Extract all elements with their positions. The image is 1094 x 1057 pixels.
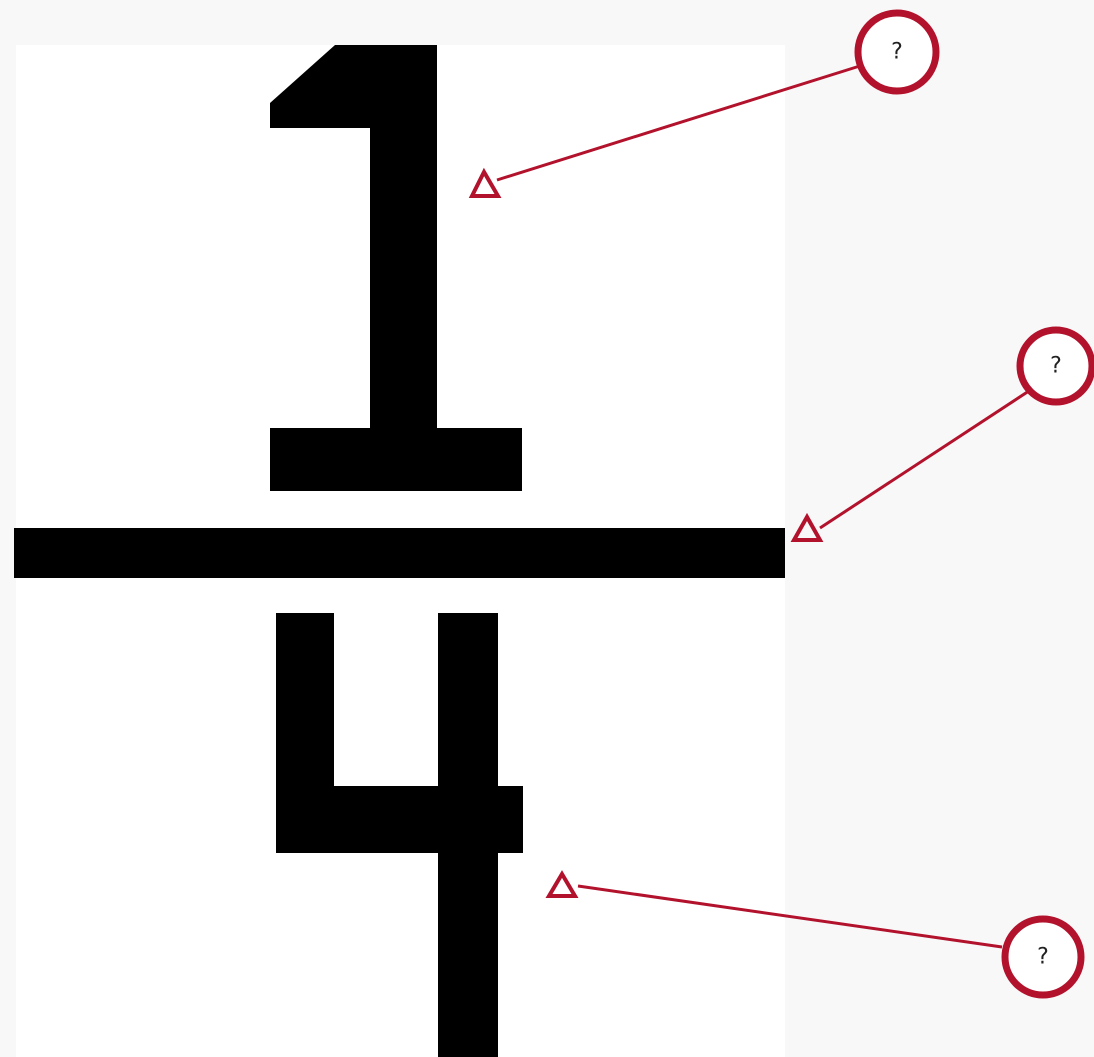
callout-circle[interactable] [854,9,940,95]
denominator-digit-four [276,613,523,1057]
callout-numerator[interactable]: ? [468,9,940,198]
callout-circle[interactable] [1001,915,1085,999]
fraction-bar [14,528,785,578]
callout-denominator[interactable]: ? [545,870,1085,999]
leader-line [496,63,864,182]
leader-line [577,884,1003,949]
triangle-marker-icon [468,167,502,198]
callout-label: ? [1037,945,1049,970]
leader-line [819,385,1036,530]
numerator-digit-one [270,45,522,491]
triangle-marker-icon [545,870,579,898]
callout-fraction-bar[interactable]: ? [790,326,1094,542]
callout-label: ? [1050,354,1062,379]
triangle-marker-icon [790,512,824,542]
callout-circle[interactable] [1016,326,1094,406]
callout-label: ? [891,40,903,65]
